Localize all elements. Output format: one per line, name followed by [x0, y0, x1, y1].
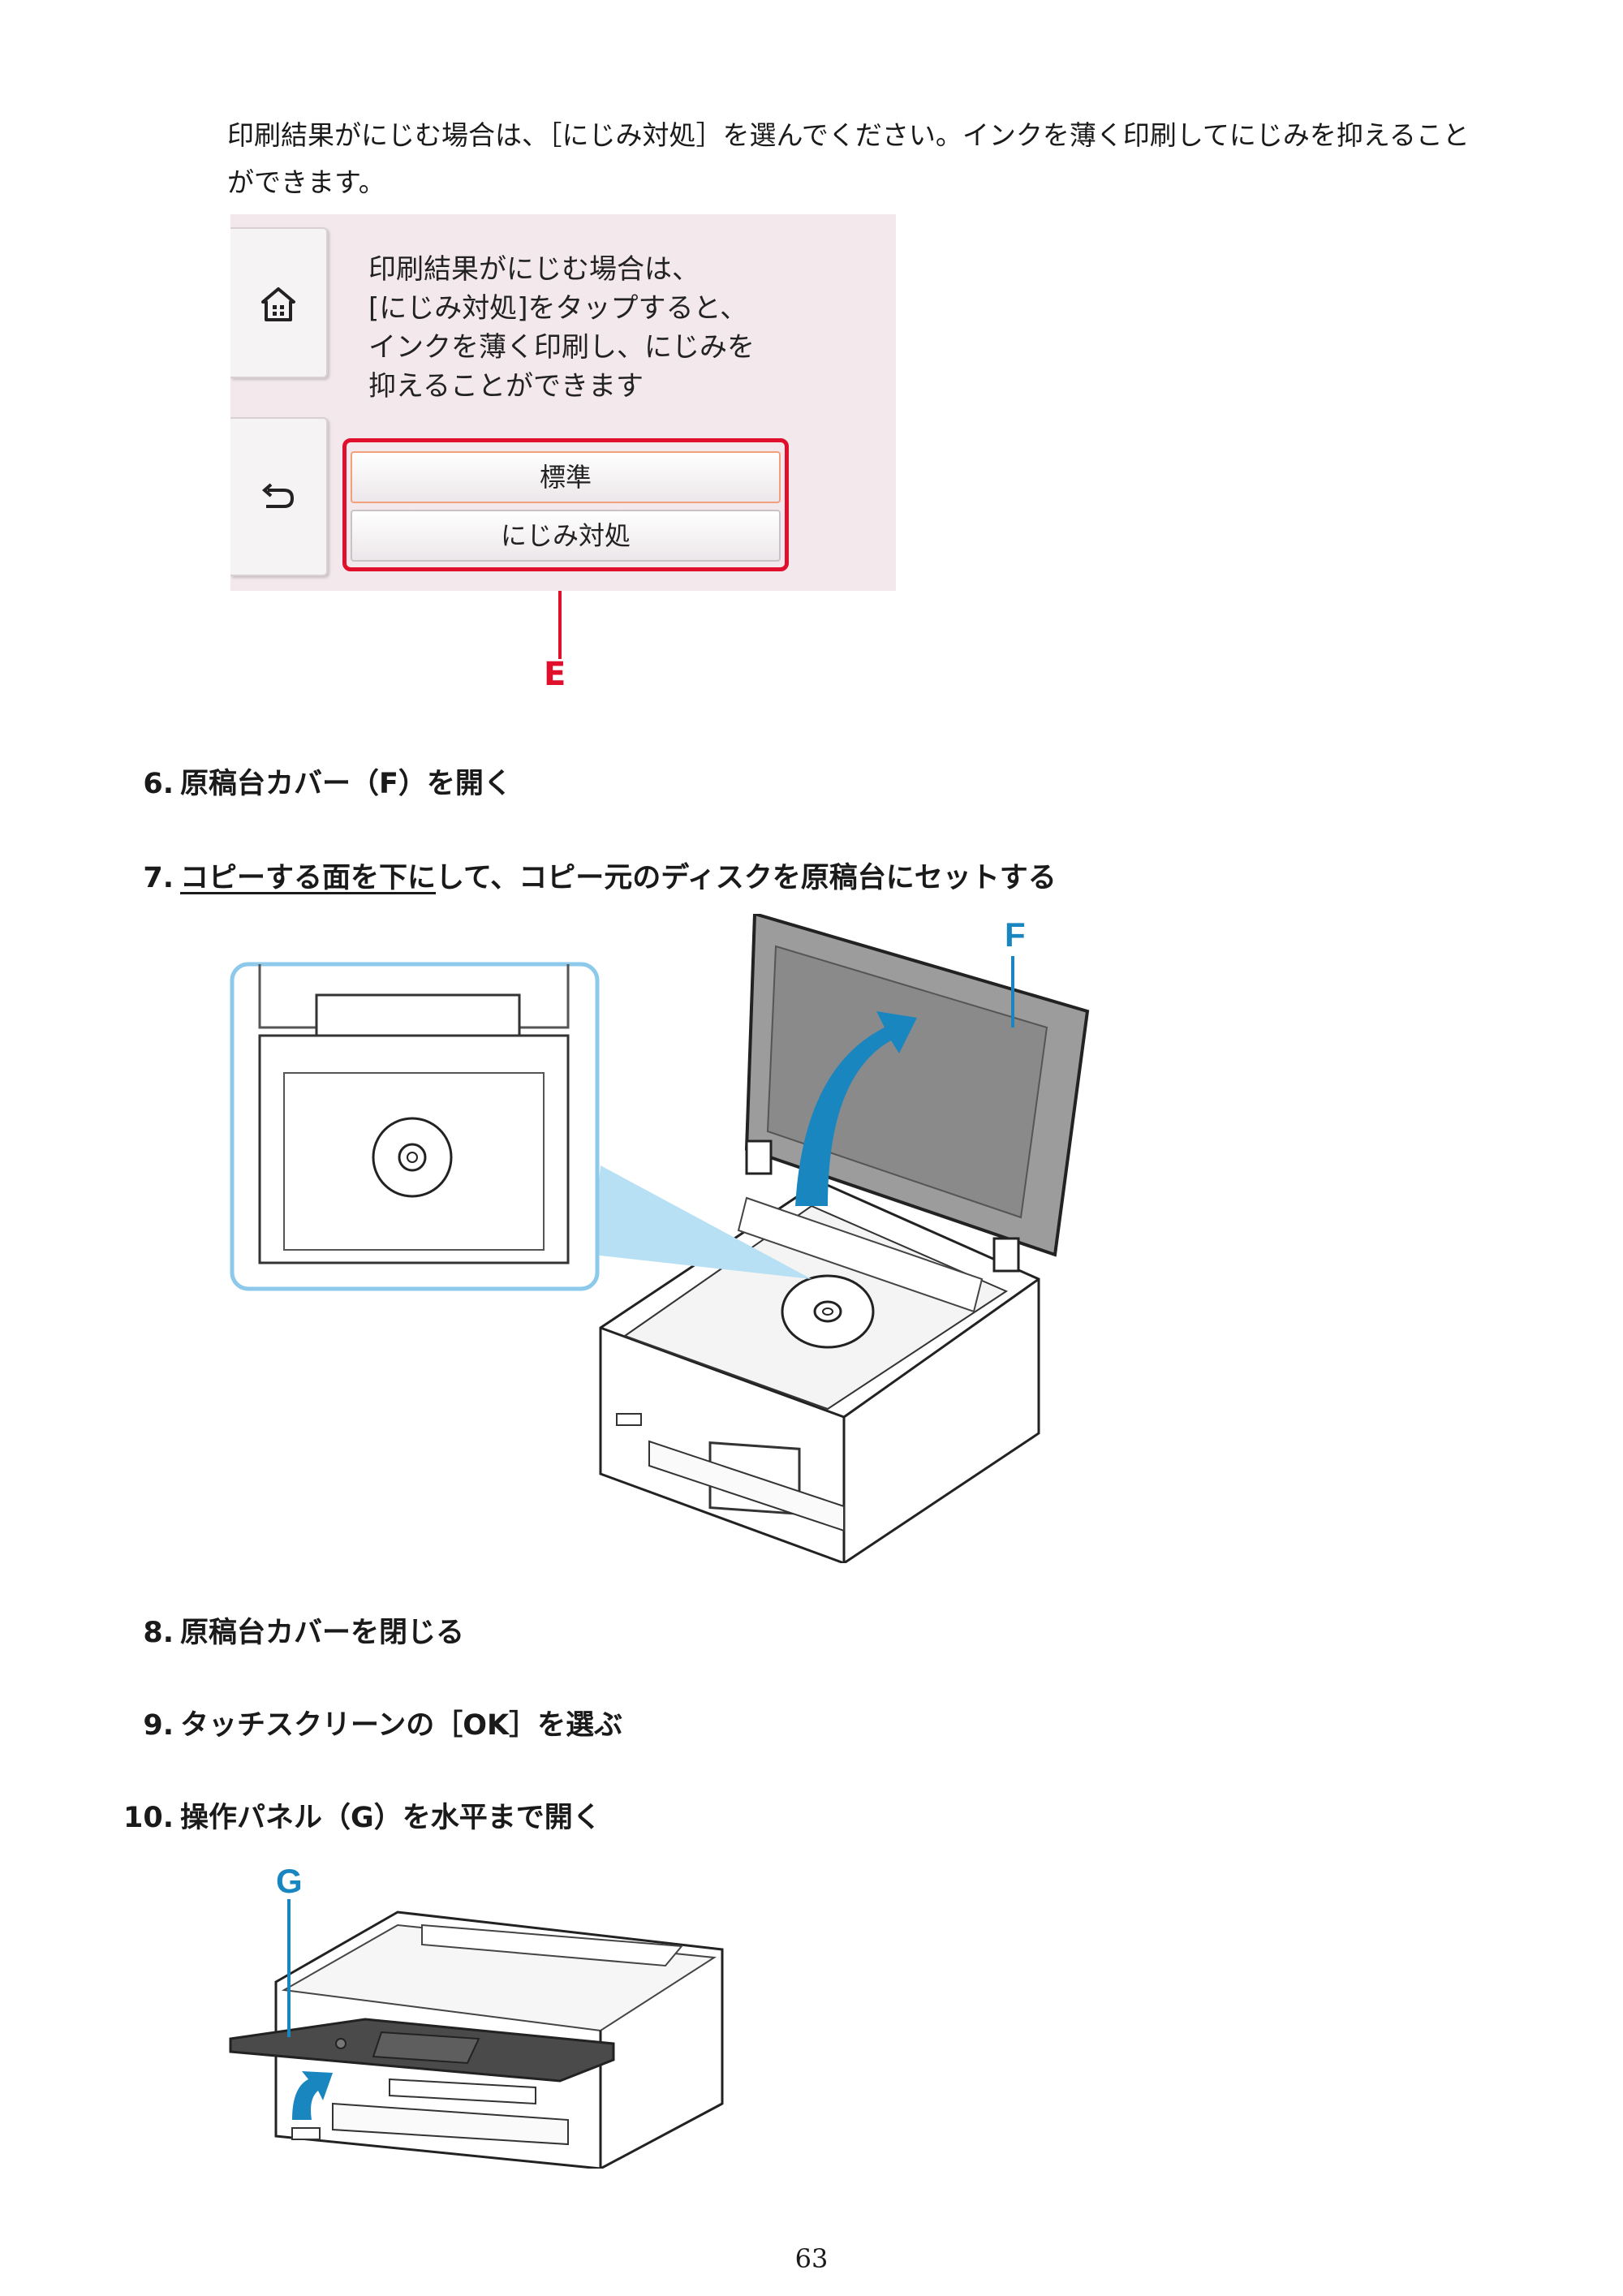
callout-f-label: F: [1005, 915, 1026, 954]
intro-line-1: 印刷結果がにじむ場合は、［にじみ対処］を選んでください。インクを薄く印刷してにじ…: [227, 119, 1470, 151]
step-number: 7.: [143, 862, 174, 894]
step-text: 原稿台カバー（F）を開く: [180, 768, 512, 800]
intro-line-2: ができます。: [227, 166, 385, 198]
options-highlight-frame: [342, 438, 789, 571]
step-number: 6.: [143, 768, 174, 800]
operation-panel-illustration: G: [229, 1862, 724, 2169]
panel-message: 印刷結果がにじむ場合は、 [にじみ対処]をタップすると、 インクを薄く印刷し、に…: [368, 253, 755, 403]
home-button[interactable]: [230, 227, 328, 378]
callout-e-line: [558, 591, 562, 659]
step-number: 8.: [143, 1617, 174, 1649]
disc-loading-illustration: F: [230, 914, 1090, 1563]
step-10: 10.操作パネル（G）を水平まで開く: [114, 1800, 601, 1836]
step-9: 9.タッチスクリーンの［OK］を選ぶ: [114, 1708, 622, 1743]
step-8: 8.原稿台カバーを閉じる: [114, 1615, 464, 1651]
step-number: 9.: [143, 1709, 174, 1742]
page-number: 63: [794, 2243, 829, 2274]
step-text: タッチスクリーンの［OK］を選ぶ: [180, 1709, 623, 1742]
intro-paragraph: 印刷結果がにじむ場合は、［にじみ対処］を選んでください。インクを薄く印刷してにじ…: [227, 112, 1493, 206]
step-text: 操作パネル（G）を水平まで開く: [180, 1802, 601, 1834]
touchscreen-panel: 印刷結果がにじむ場合は、 [にじみ対処]をタップすると、 インクを薄く印刷し、に…: [230, 214, 896, 591]
callout-e-label: E: [544, 656, 566, 693]
step-7: 7.コピーする面を下にして、コピー元のディスクを原稿台にセットする: [114, 860, 1057, 896]
step-text-underlined: コピーする面を下に: [180, 862, 437, 894]
raise-panel-arrow-icon: [292, 2071, 333, 2120]
step-number: 10.: [123, 1802, 174, 1834]
open-arrow-icon: [795, 1011, 917, 1206]
back-button[interactable]: [230, 417, 328, 576]
step-6: 6.原稿台カバー（F）を開く: [114, 766, 512, 802]
option-standard-button[interactable]: 標準: [351, 451, 781, 503]
back-arrow-icon: [261, 483, 295, 508]
step-text: して、コピー元のディスクを原稿台にセットする: [436, 862, 1057, 894]
home-icon: [261, 287, 295, 321]
option-bleed-fix-button[interactable]: にじみ対処: [351, 510, 781, 562]
step-text: 原稿台カバーを閉じる: [180, 1617, 465, 1649]
callout-g-label: G: [276, 1862, 303, 1900]
